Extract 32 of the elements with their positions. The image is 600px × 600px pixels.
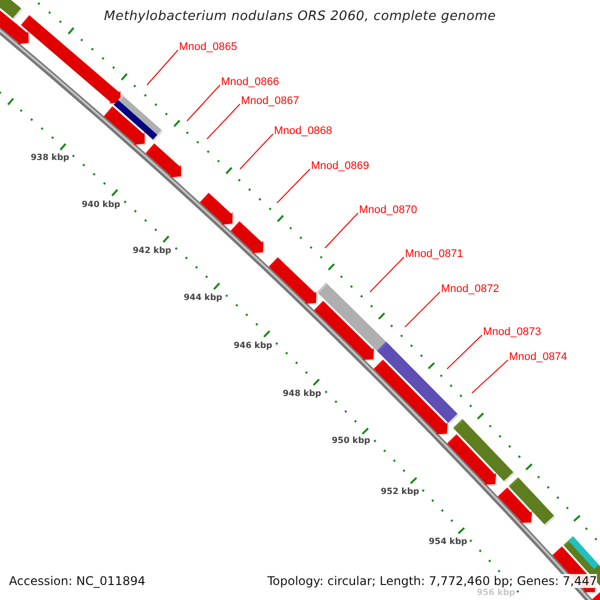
gene-label: Mnod_0872 <box>441 283 500 296</box>
scale-label: 938 kbp <box>30 153 70 164</box>
gene-label: Mnod_0873 <box>483 326 542 339</box>
gene-label: Mnod_0865 <box>179 41 238 54</box>
scale-label: 950 kbp <box>332 436 370 447</box>
scale-label: 954 kbp <box>428 537 468 548</box>
leader-line <box>240 134 274 170</box>
leader-line <box>146 50 178 86</box>
gene-label: Mnod_0868 <box>274 125 332 138</box>
scale-label: 946 kbp <box>234 341 272 352</box>
gene-label: Mnod_0870 <box>359 204 418 217</box>
leader-line <box>276 168 310 204</box>
scale-label: 948 kbp <box>282 389 322 400</box>
gene-label: Mnod_0866 <box>221 76 280 89</box>
scale-label: 944 kbp <box>184 293 222 304</box>
leader-line <box>186 84 220 122</box>
leader-line <box>324 212 358 248</box>
gene-label: Mnod_0867 <box>241 95 300 108</box>
gene-label: Mnod_0869 <box>311 160 370 173</box>
genome-summary-text: Topology: circular; Length: 7,772,460 bp; Genes: 7,447 <box>267 574 597 588</box>
gene-label: Mnod_0874 <box>509 351 568 364</box>
accession-text: Accession: NC_011894 <box>9 574 146 588</box>
scale-label: 942 kbp <box>132 246 172 257</box>
leader-line <box>206 104 240 140</box>
gene-label: Mnod_0871 <box>405 248 464 261</box>
scale-label: 940 kbp <box>82 200 120 211</box>
leader-line <box>370 256 404 292</box>
leader-line <box>404 292 440 328</box>
diagram-title: Methylobacterium nodulans ORS 2060, complete genome <box>103 9 497 24</box>
leader-line <box>446 334 482 370</box>
leader-line <box>472 360 508 394</box>
scale-label: 952 kbp <box>380 487 420 498</box>
